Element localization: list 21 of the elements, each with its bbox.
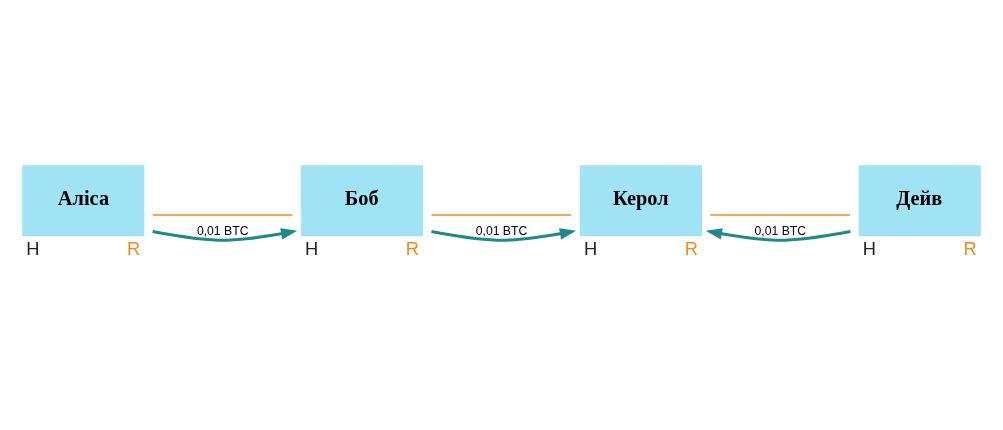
connector: [430, 214, 573, 216]
node-label: R: [684, 238, 698, 260]
connector: [709, 214, 851, 216]
edge-label: 0,01 BTC: [475, 223, 528, 238]
arrow: [152, 228, 298, 242]
node-label: H: [862, 238, 876, 260]
node-box: Аліса: [22, 165, 145, 237]
node-label: H: [305, 238, 319, 260]
node-label: H: [583, 238, 598, 260]
arrow: [431, 228, 577, 242]
node-label: R: [963, 238, 977, 260]
node-label: R: [405, 238, 420, 260]
edge-label: 0,01 BTC: [754, 223, 807, 238]
edge-label: 0,01 BTC: [196, 223, 249, 238]
node-box: Дейв: [858, 165, 981, 237]
node-label: R: [127, 238, 141, 260]
node-box: Боб: [301, 165, 424, 237]
connector: [151, 214, 294, 216]
arrow: [705, 228, 851, 242]
node-label: H: [26, 238, 40, 260]
node-box: Керол: [579, 165, 702, 237]
